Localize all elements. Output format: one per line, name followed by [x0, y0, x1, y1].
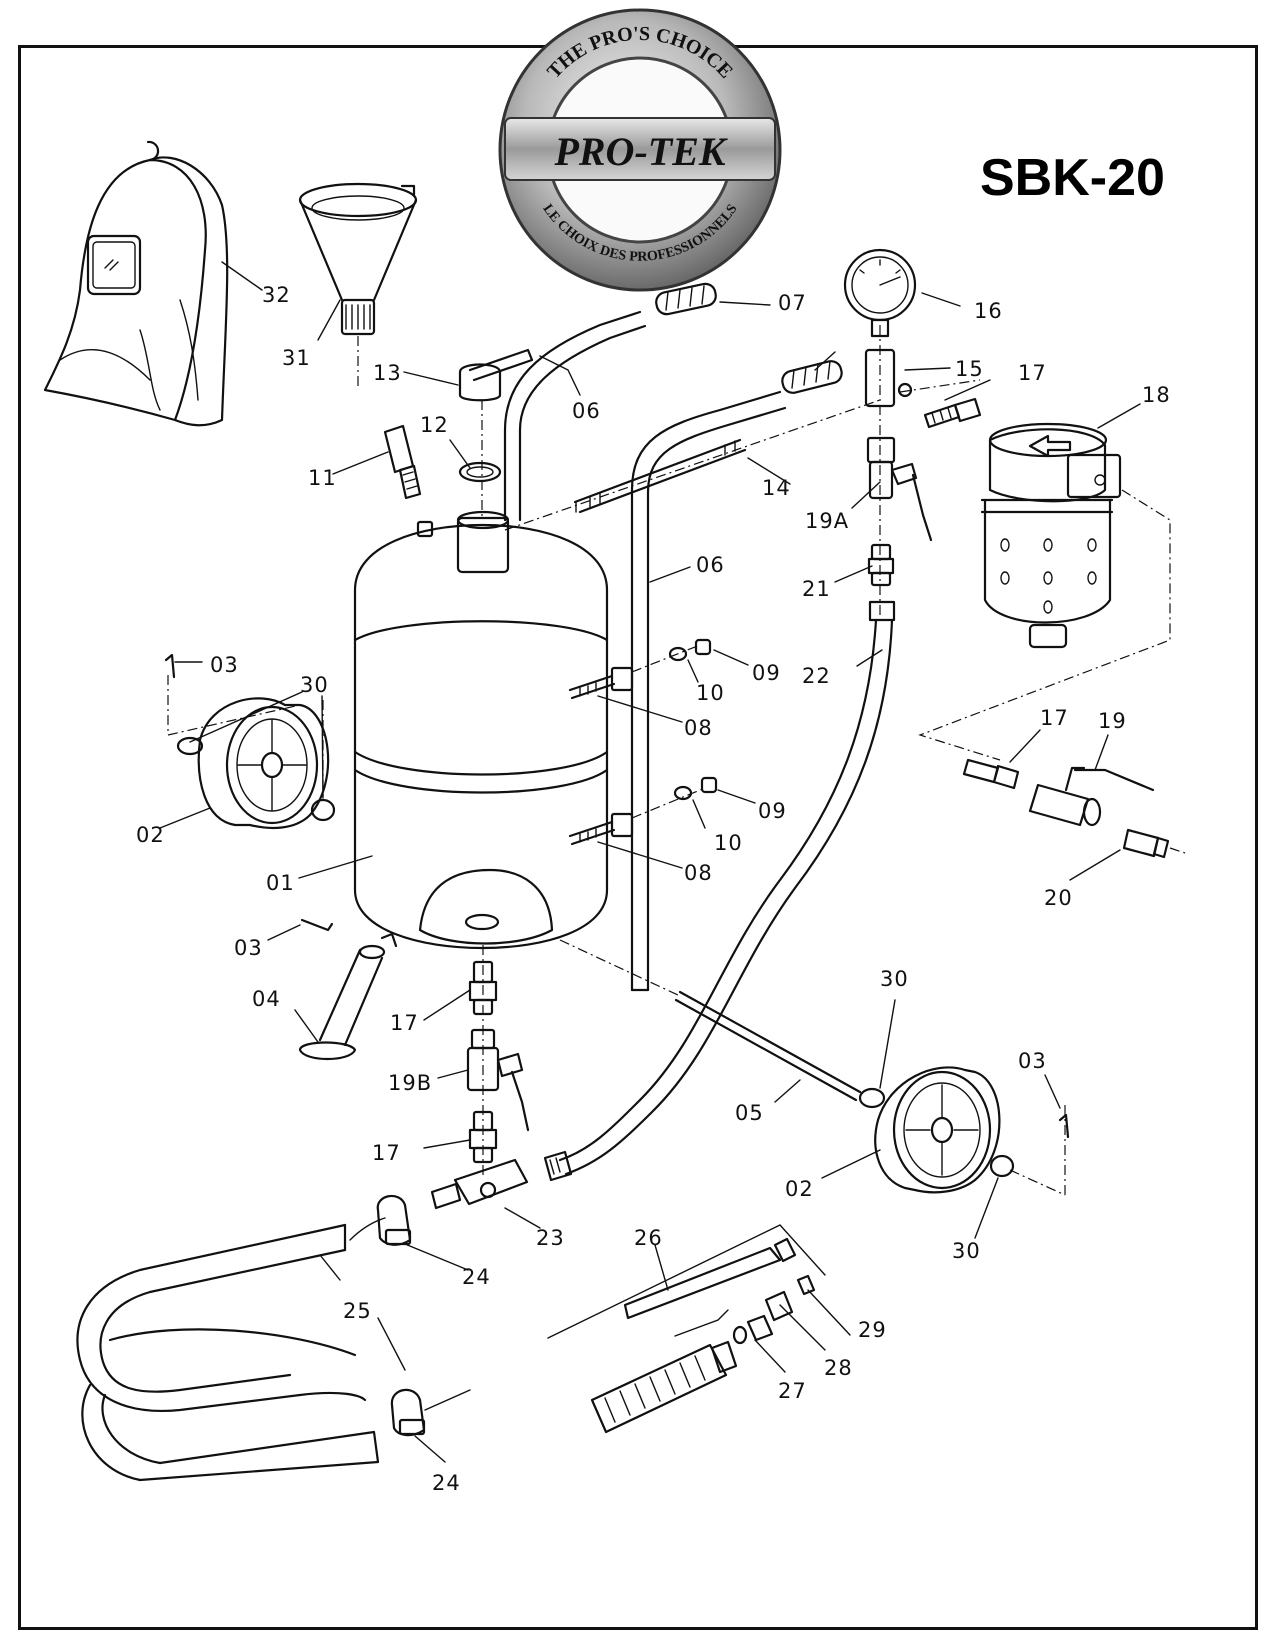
leader-lines [159, 261, 1141, 1463]
funnel [298, 182, 418, 386]
label-23: 23 [536, 1226, 565, 1250]
label-03b: 03 [234, 936, 263, 960]
label-30b: 30 [880, 967, 909, 991]
label-10b: 10 [714, 831, 743, 855]
label-02b: 02 [785, 1177, 814, 1201]
label-09b: 09 [758, 799, 787, 823]
label-12: 12 [420, 413, 449, 437]
wheel-right [858, 1066, 1070, 1196]
label-17a: 17 [1018, 361, 1047, 385]
label-31: 31 [282, 346, 311, 370]
label-28: 28 [824, 1356, 853, 1380]
label-13: 13 [373, 361, 402, 385]
label-18: 18 [1142, 383, 1171, 407]
label-02a: 02 [136, 823, 165, 847]
label-05: 05 [735, 1101, 764, 1125]
hose-clamp-top [376, 1194, 412, 1246]
sandblast-hood [43, 140, 229, 427]
label-04: 04 [252, 987, 281, 1011]
label-06a: 06 [572, 399, 601, 423]
label-15: 15 [955, 357, 984, 381]
label-19b: 19B [388, 1071, 432, 1095]
sandblaster-tank [353, 510, 609, 950]
air-hose [543, 618, 894, 1182]
label-09a: 09 [752, 661, 781, 685]
label-27: 27 [778, 1379, 807, 1403]
label-21: 21 [802, 577, 831, 601]
blast-hose [76, 1217, 386, 1482]
label-17c: 17 [390, 1011, 419, 1035]
label-24a: 24 [462, 1265, 491, 1289]
label-08a: 08 [684, 716, 713, 740]
label-16: 16 [974, 299, 1003, 323]
label-26: 26 [634, 1226, 663, 1250]
mount-hardware [568, 638, 718, 846]
label-17b: 17 [1040, 706, 1069, 730]
label-08b: 08 [684, 861, 713, 885]
label-07: 07 [778, 291, 807, 315]
label-25: 25 [343, 1299, 372, 1323]
label-17d: 17 [372, 1141, 401, 1165]
label-14: 14 [762, 476, 791, 500]
label-24b: 24 [432, 1471, 461, 1495]
bottom-valve-stack [430, 945, 530, 1210]
pressure-gauge-assembly [843, 248, 933, 622]
label-22: 22 [802, 664, 831, 688]
support-leg [298, 918, 386, 1060]
label-19: 19 [1098, 709, 1127, 733]
label-32: 32 [262, 283, 291, 307]
label-20: 20 [1044, 886, 1073, 910]
inlet-valve-assembly [962, 758, 1186, 859]
handle-frame [503, 310, 881, 992]
label-03c: 03 [1018, 1049, 1047, 1073]
pro-tek-logo: PRO-TEK THE PRO'S CHOICE LE CHOIX DES PR… [498, 8, 782, 292]
part-number-labels: 32 31 13 12 11 06 07 16 15 17 18 14 19A … [136, 283, 1171, 1495]
label-03a: 03 [210, 653, 239, 677]
axle [559, 939, 862, 1102]
grip-sleeves [655, 282, 843, 394]
label-01: 01 [266, 871, 295, 895]
label-11: 11 [308, 466, 337, 490]
hose-clamp-bottom [390, 1388, 471, 1437]
air-filter-assembly [899, 379, 1171, 761]
label-10a: 10 [696, 681, 725, 705]
logo-brand: PRO-TEK [553, 129, 727, 174]
label-19a: 19A [805, 509, 849, 533]
label-29: 29 [858, 1318, 887, 1342]
label-30a: 30 [300, 673, 329, 697]
label-30c: 30 [952, 1239, 981, 1263]
tank-top-fittings [383, 348, 534, 520]
model-title: SBK-20 [980, 149, 1165, 207]
blast-nozzle-assembly [547, 1224, 826, 1434]
label-06b: 06 [696, 553, 725, 577]
